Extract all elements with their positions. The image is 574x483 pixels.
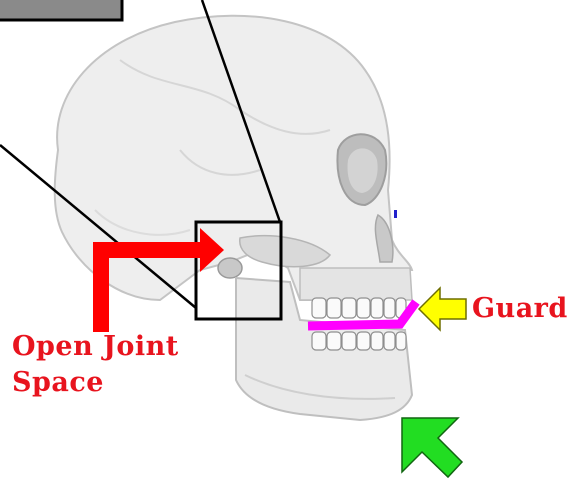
jaw-condyle: [218, 258, 242, 278]
nose-tip-mark: [394, 210, 397, 218]
inset-image-corner: [0, 0, 122, 20]
open-joint-label: Open Joint: [12, 330, 179, 364]
maxilla: [300, 268, 412, 300]
space-label: Space: [12, 366, 104, 400]
lower-teeth: [312, 332, 406, 350]
guard-label: Guard: [472, 292, 568, 326]
green-up-left-arrow-icon: [402, 418, 462, 477]
yellow-left-arrow-icon: [419, 288, 466, 330]
upper-teeth: [312, 298, 406, 318]
